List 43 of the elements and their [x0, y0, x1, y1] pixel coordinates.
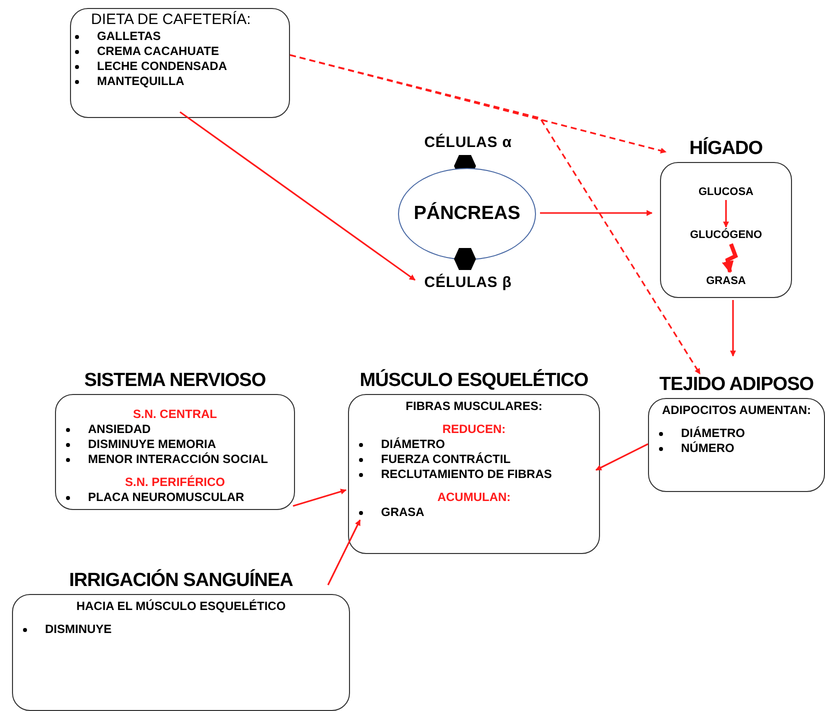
arrow — [595, 443, 648, 471]
arrow — [327, 519, 361, 586]
list-item: LECHE CONDENSADA — [97, 59, 228, 74]
list-item: CREMA CACAHUATE — [97, 44, 219, 59]
list-item: GALLETAS — [97, 29, 161, 44]
list-item: ANSIEDAD — [88, 422, 151, 437]
list-item: MENOR INTERACCIÓN SOCIAL — [88, 452, 268, 467]
heading: HÍGADO — [689, 138, 763, 160]
subheading: ACUMULAN: — [436, 490, 512, 505]
subheading: HACIA EL MÚSCULO ESQUELÉTICO — [75, 599, 287, 614]
list-item: DIÁMETRO — [381, 437, 445, 452]
arrow — [722, 243, 738, 274]
subheading: S.N. CENTRAL — [132, 407, 218, 422]
heading: SISTEMA NERVIOSO — [84, 370, 266, 392]
label: PÁNCREAS — [414, 201, 520, 226]
list-item: GRASA — [381, 505, 424, 520]
label: CÉLULAS α — [424, 132, 512, 153]
label: GLUCÓGENO — [690, 227, 762, 243]
list-item: PLACA NEUROMUSCULAR — [88, 490, 244, 505]
arrow — [292, 488, 347, 507]
list-item: DISMINUYE — [45, 622, 112, 637]
arrow — [723, 200, 729, 228]
heading: DIETA DE CAFETERÍA: — [91, 11, 252, 29]
list-item: MANTEQUILLA — [97, 74, 184, 89]
list-item: RECLUTAMIENTO DE FIBRAS — [381, 467, 552, 482]
arrow — [540, 210, 653, 216]
list-item: NÚMERO — [681, 441, 734, 456]
heading: IRRIGACIÓN SANGUÍNEA — [69, 570, 293, 592]
subheading: S.N. PERIFÉRICO — [124, 475, 226, 490]
list-item: DIÁMETRO — [681, 426, 745, 441]
list-item: FUERZA CONTRÁCTIL — [381, 452, 511, 467]
list-item: DISMINUYE MEMORIA — [88, 437, 216, 452]
subheading: FIBRAS MUSCULARES: — [404, 399, 544, 414]
subheading: REDUCEN: — [441, 422, 507, 437]
arrow — [290, 54, 701, 374]
heading: MÚSCULO ESQUELÉTICO — [360, 370, 588, 392]
arrow — [180, 111, 416, 281]
heading: TEJIDO ADIPOSO — [659, 374, 814, 396]
arrow — [730, 300, 736, 357]
label: GLUCOSA — [698, 184, 754, 200]
label: GRASA — [706, 274, 746, 289]
subheading: ADIPOCITOS AUMENTAN: — [660, 403, 812, 418]
label: CÉLULAS β — [424, 272, 512, 293]
